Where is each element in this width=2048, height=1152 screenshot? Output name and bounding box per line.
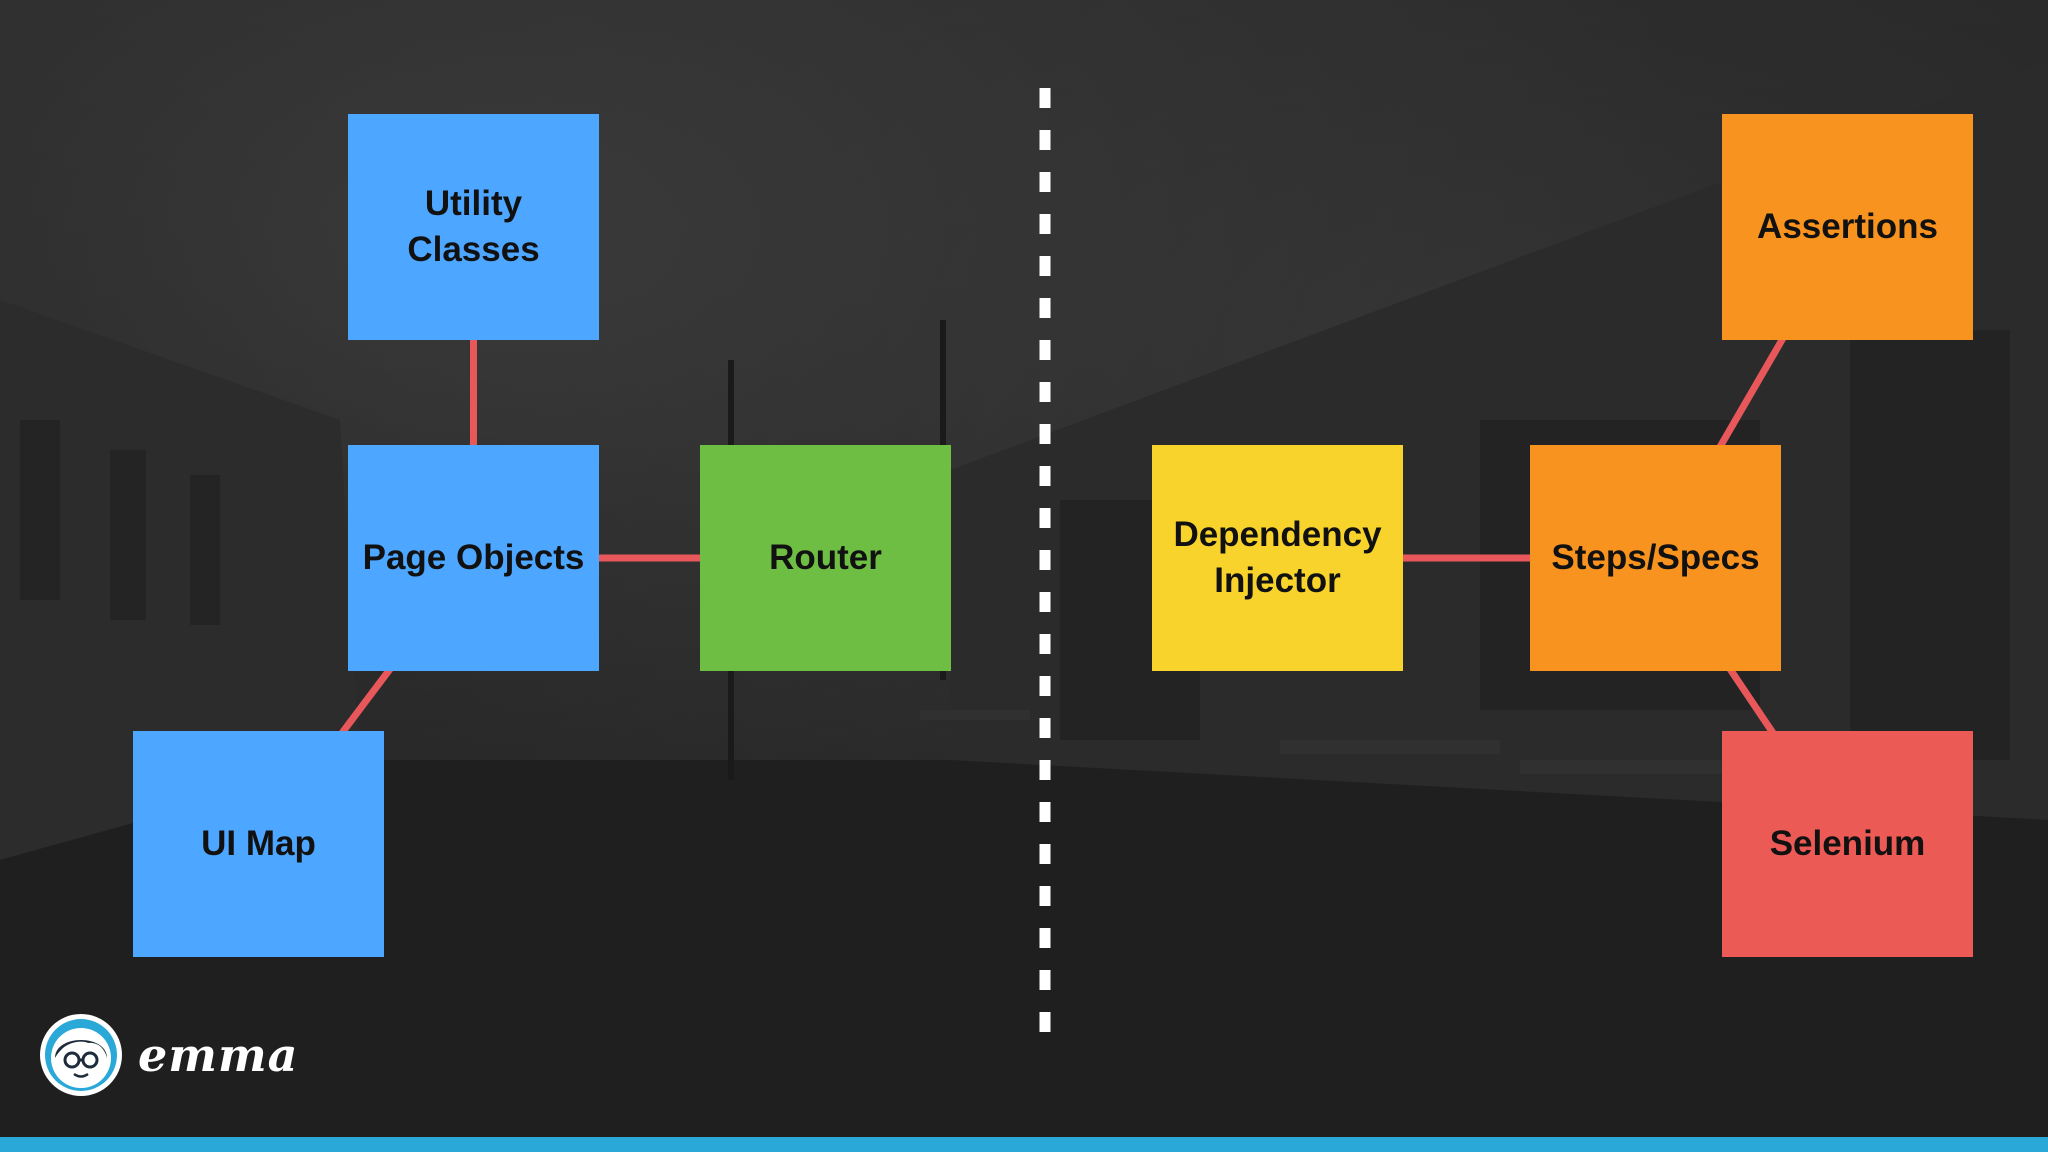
node-assertions: Assertions [1722,114,1973,340]
node-label: Utility Classes [407,181,539,273]
brand-watermark: emma [38,1010,298,1100]
node-label: Assertions [1757,207,1938,246]
node-label-line: Injector [1214,561,1341,600]
node-label: Steps/Specs [1551,538,1760,577]
node-label-line: Classes [407,230,540,269]
node-label: Page Objects [362,538,585,577]
node-label-line: Utility [424,184,523,223]
node-label: Dependency Injector [1173,512,1381,604]
node-dependency-injector: Dependency Injector [1152,445,1403,671]
node-selenium: Selenium [1722,731,1973,957]
emma-avatar-icon [40,1014,122,1096]
node-steps-specs: Steps/Specs [1530,445,1781,671]
node-utility-classes: Utility Classes [348,114,599,340]
node-label: UI Map [201,824,316,863]
bottom-accent-bar [0,1137,2048,1152]
node-label-line: Dependency [1173,515,1382,554]
node-ui-map: UI Map [133,731,384,957]
node-page-objects: Page Objects [348,445,599,671]
node-router: Router [700,445,951,671]
node-label: Router [769,538,882,577]
brand-name: emma [138,1028,299,1082]
node-label: Selenium [1769,824,1926,863]
